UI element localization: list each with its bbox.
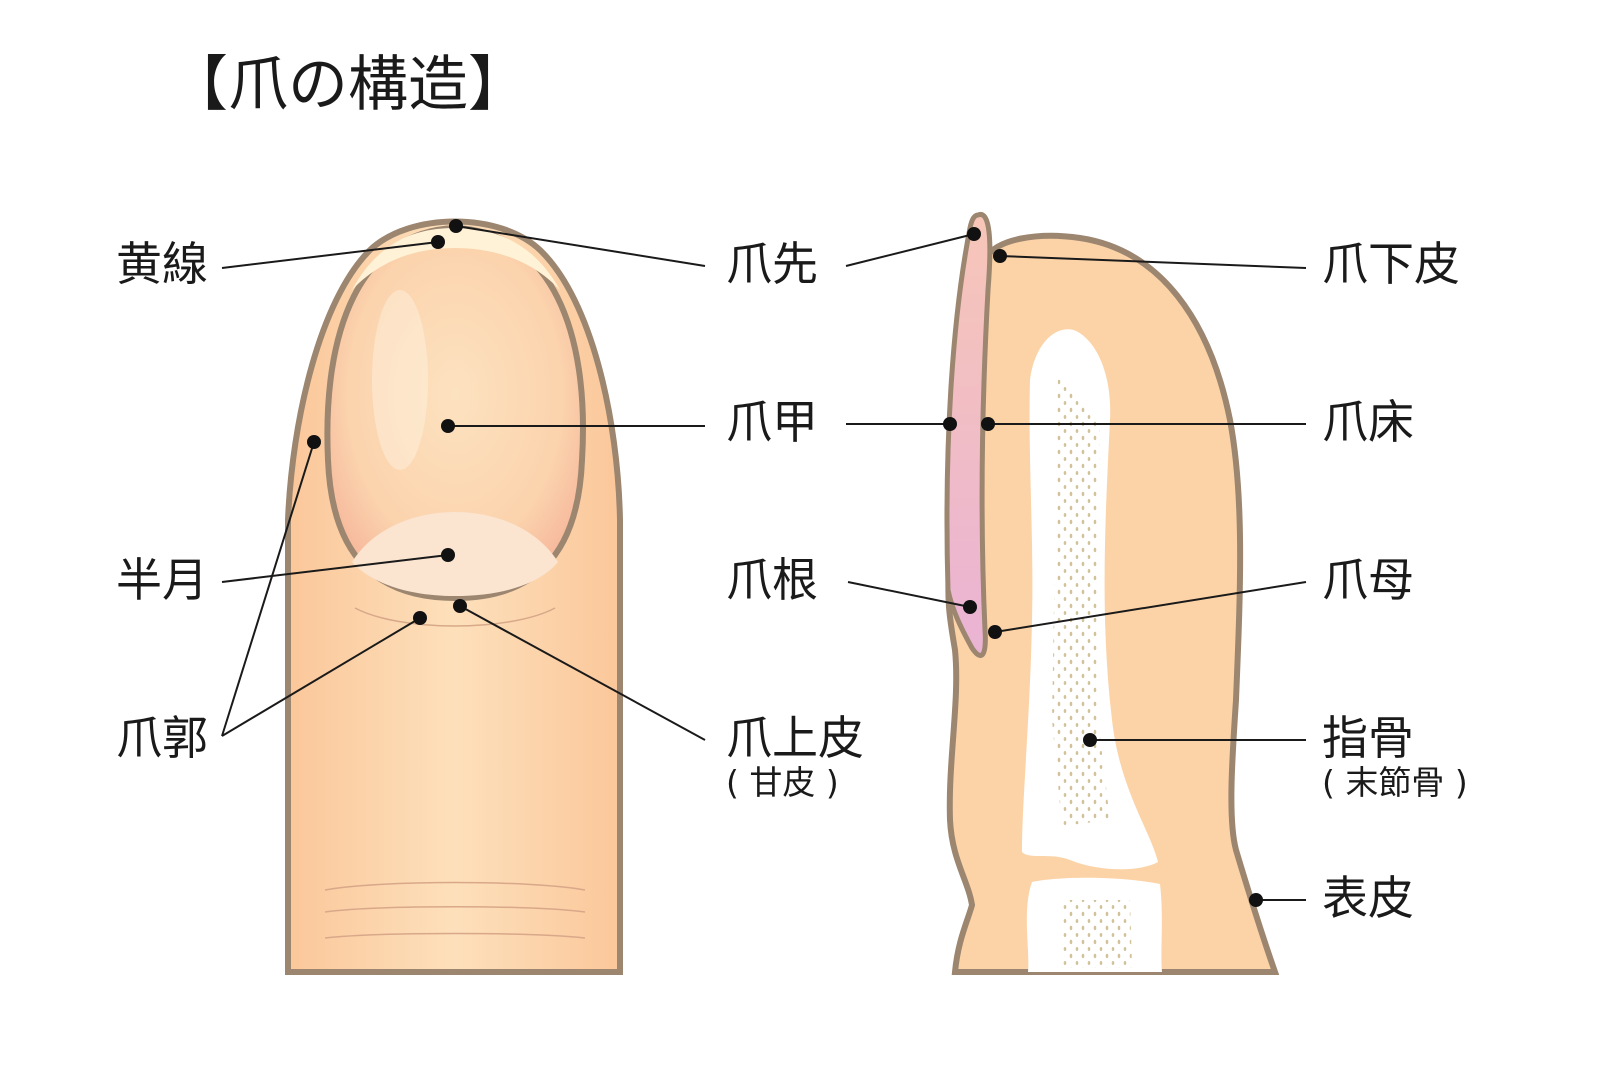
yellow-line-shape: [352, 228, 560, 290]
leader-nail-fold-a: [221, 441, 315, 737]
leader-nail-root: [847, 581, 971, 608]
leader-matrix: [994, 581, 1307, 633]
knuckle-crease-3: [324, 932, 586, 939]
dot-nail-tip: [449, 219, 463, 233]
dot-nail-fold-base: [413, 611, 427, 625]
marker-dots: [307, 219, 1263, 907]
label-yellow-line: 黄線: [116, 237, 208, 291]
knuckle-crease-1: [324, 881, 586, 891]
dot-side-plate: [943, 417, 957, 431]
knuckle-crease-2: [324, 906, 586, 913]
dot-nail-fold-side: [307, 435, 321, 449]
label-nail-bed: 爪床: [1322, 395, 1414, 449]
label-matrix: 爪母: [1322, 553, 1414, 607]
finger-side-view: [944, 212, 1280, 975]
leader-lines: [221, 225, 1307, 901]
label-half-moon: 半月: [116, 553, 208, 607]
leader-nail-fold-b: [221, 617, 421, 737]
dot-hyponychium: [993, 249, 1007, 263]
bone-texture-2: [1062, 900, 1132, 968]
label-eponychium: 爪上皮: [726, 711, 864, 765]
dot-side-tip: [967, 227, 981, 241]
dot-nail-plate: [441, 419, 455, 433]
dot-eponychium: [453, 599, 467, 613]
labels: 黄線 半月 爪郭 爪先 爪甲 爪根 爪上皮 ( 甘皮 ) 爪下皮 爪床 爪母 指…: [116, 237, 1468, 925]
diagram-title: 【爪の構造】: [168, 50, 528, 120]
bone-texture: [1052, 375, 1110, 826]
dot-nail-root: [963, 600, 977, 614]
label-finger-bone: 指骨: [1322, 711, 1414, 765]
leader-side-tip: [845, 233, 975, 267]
label-epidermis: 表皮: [1322, 871, 1414, 925]
leader-half-moon: [221, 554, 449, 583]
dot-yellow-line: [431, 235, 445, 249]
leader-eponychium: [459, 605, 706, 741]
dot-matrix: [988, 625, 1002, 639]
label-hyponychium: 爪下皮: [1322, 237, 1460, 291]
leader-hyponychium: [999, 255, 1307, 269]
leader-nail-tip: [455, 225, 706, 267]
finger-front-view: [285, 218, 623, 975]
side-nail-shape: [944, 212, 993, 658]
leader-yellow-line: [221, 241, 439, 269]
label-eponychium-sub: ( 甘皮 ): [726, 763, 839, 802]
nail-highlight: [372, 290, 428, 470]
dot-finger-bone: [1083, 733, 1097, 747]
lunula-shape: [352, 512, 558, 596]
label-finger-bone-sub: ( 末節骨 ): [1322, 763, 1468, 802]
label-nail-fold: 爪郭: [116, 711, 208, 765]
dot-half-moon: [441, 548, 455, 562]
label-nail-plate: 爪甲: [726, 395, 818, 449]
label-nail-tip: 爪先: [726, 237, 818, 291]
label-nail-root: 爪根: [726, 553, 818, 607]
dot-epidermis: [1249, 893, 1263, 907]
dot-nail-bed: [981, 417, 995, 431]
cuticle-crease: [354, 607, 556, 627]
